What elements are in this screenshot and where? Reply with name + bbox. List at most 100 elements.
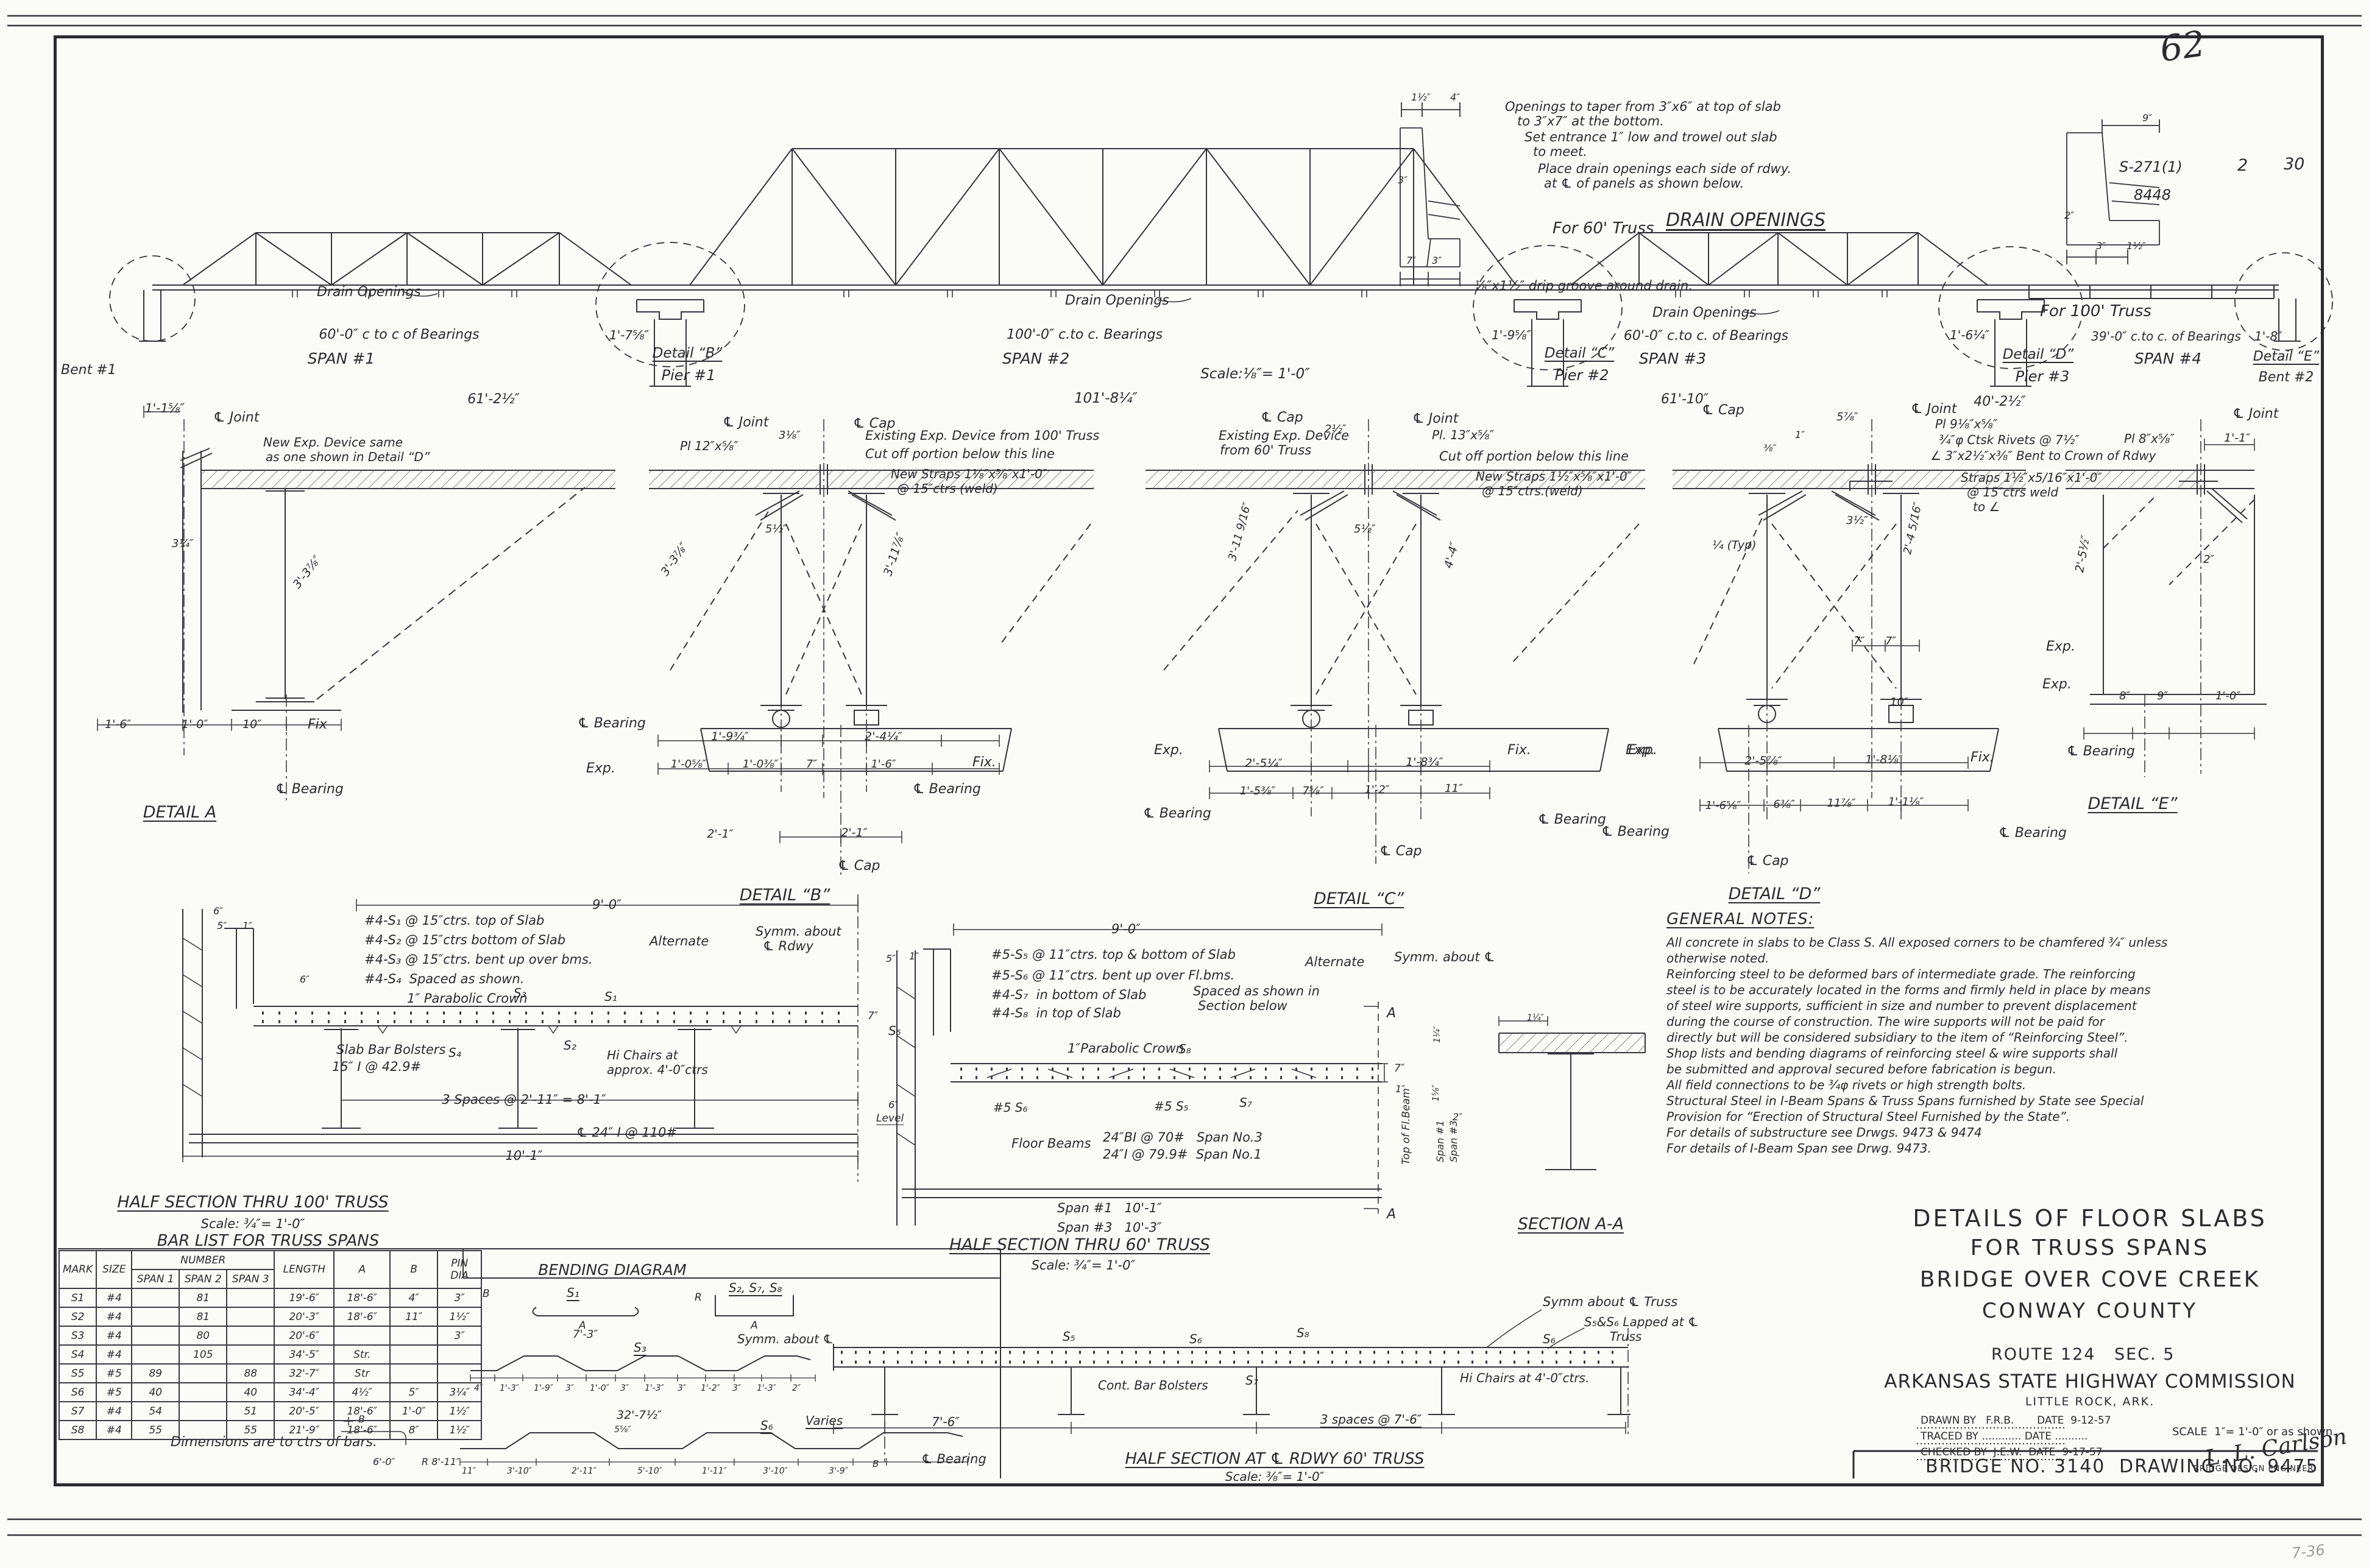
agency-city: LITTLE ROCK, ARK.: [2025, 1395, 2155, 1408]
annotation-label: Floor Beams: [1011, 1136, 1091, 1151]
table-cell: #4: [96, 1401, 133, 1421]
annotation-label: #4-S₄ Spaced as shown.: [364, 972, 525, 986]
table-cell: 40: [131, 1382, 180, 1402]
annotation-label: BAR LIST FOR TRUSS SPANS: [157, 1232, 380, 1250]
sheet-title-line4: CONWAY COUNTY: [1981, 1299, 2198, 1323]
annotation-label: A: [579, 1319, 586, 1332]
annotation-label: 30: [2284, 155, 2305, 174]
annotation-label: to 3″x7″ at the bottom.: [1517, 114, 1664, 129]
annotation-label: Openings to taper from 3″x6″ at top of s…: [1505, 99, 1781, 114]
table-cell: S7: [58, 1401, 97, 1421]
note-line: For details of substructure see Drwgs. 9…: [1666, 1125, 1982, 1140]
table-cell: S2: [58, 1307, 97, 1327]
annotation-label: 3'-10″: [507, 1466, 532, 1476]
table-cell: 54: [131, 1401, 180, 1421]
table-cell: [437, 1363, 483, 1383]
annotation-label: 1'-3″: [645, 1383, 664, 1393]
table-cell: 19'-6″: [274, 1288, 335, 1308]
table-cell: 89: [131, 1363, 180, 1383]
table-cell: #4: [96, 1420, 133, 1440]
annotation-label: Pl. 13″x⅝″: [1432, 428, 1494, 442]
annotation-label: Pier #3: [2015, 368, 2070, 385]
table-cell: #4: [96, 1326, 133, 1346]
annotation-label: Exp.: [1626, 743, 1655, 758]
annotation-label: Cut off portion below this line: [865, 447, 1055, 461]
annotation-label: Span #1: [1434, 1120, 1446, 1162]
annotation-label: Symm. about: [756, 924, 841, 939]
annotation-label: 2″: [1453, 1111, 1463, 1123]
annotation-label: S₆: [1543, 1332, 1556, 1346]
annotation-label: 2'-4¼″: [865, 730, 902, 743]
annotation-label: Bent #1: [61, 362, 116, 378]
annotation-label: Alternate: [1305, 955, 1365, 969]
annotation-label: Scale: ¾″= 1'-0″: [1031, 1258, 1136, 1273]
annotation-label: #4-S₁ @ 15″ctrs. top of Slab: [364, 913, 545, 928]
annotation-label: 2'-5¼″: [1245, 757, 1283, 770]
annotation-label: 1½″: [2126, 240, 2146, 252]
annotation-label: Pier #1: [661, 367, 716, 384]
table-cell: [131, 1326, 180, 1346]
table-cell: [179, 1401, 228, 1421]
table-cell: [226, 1307, 275, 1327]
table-cell: S4: [58, 1344, 97, 1365]
annotation-label: 1″: [243, 920, 253, 931]
annotation-label: 1'-8″: [2254, 329, 2282, 344]
table-cell: [333, 1326, 391, 1346]
table-cell: 51: [226, 1401, 275, 1421]
annotation-label: ℄ Bearing: [2067, 744, 2135, 759]
annotation-label: Exp.: [2042, 677, 2072, 692]
annotation-label: 1'-9⅝″: [1492, 328, 1532, 342]
annotation-label: Detail “D”: [2002, 347, 2074, 362]
annotation-label: 1'-1⅝″: [145, 401, 185, 415]
table-cell: 1½″: [437, 1307, 483, 1327]
annotation-label: 1⅝″: [1431, 1084, 1441, 1101]
annotation-label: ℄ Joint: [213, 410, 260, 425]
table-cell: [226, 1288, 275, 1308]
annotation-label: 5″: [217, 920, 227, 931]
annotation-label: ⅜″: [1763, 442, 1777, 454]
table-cell: 11″: [389, 1307, 439, 1327]
annotation-label: 5⅝″: [614, 1425, 631, 1435]
annotation-label: New Straps 1⅛″x⅝″x1'-0″: [891, 467, 1047, 481]
annotation-label: DRAIN OPENINGS: [1666, 210, 1825, 231]
table-cell: 21'-9″: [274, 1420, 335, 1440]
annotation-label: HALF SECTION THRU 60' TRUSS: [949, 1235, 1211, 1254]
annotation-label: 1″: [1795, 429, 1805, 440]
annotation-label: Pl 9⅛″x⅝″: [1935, 417, 1998, 431]
table-cell: 34'-4″: [274, 1382, 335, 1402]
annotation-label: 1½″: [1411, 91, 1431, 103]
annotation-label: Symm about ℄ Truss: [1543, 1294, 1678, 1309]
table-cell: S8: [58, 1420, 97, 1440]
note-line: Provision for “Erection of Structural St…: [1666, 1109, 2070, 1124]
annotation-label: Scale: ⅜″= 1'-0″: [1225, 1469, 1325, 1484]
signature-caption: BRIDGE DESIGN ENGINEER: [2194, 1464, 2314, 1474]
table-cell: 18'-6″: [333, 1420, 391, 1440]
annotation-label: Existing Exp. Device: [1219, 428, 1350, 443]
annotation-label: #5 S₅: [1154, 1099, 1189, 1114]
annotation-label: HALF SECTION THRU 100' TRUSS: [117, 1193, 389, 1212]
table-cell: S1: [58, 1288, 97, 1308]
table-cell: 18'-6″: [333, 1288, 391, 1308]
annotation-label: ⅛″x1½″ drip groove around drain.: [1475, 278, 1693, 293]
annotation-label: 61'-2½″: [467, 392, 520, 407]
annotation-label: HALF SECTION AT ℄ RDWY 60' TRUSS: [1125, 1450, 1425, 1468]
annotation-label: ℄ Bearing: [1601, 824, 1670, 839]
drawn-row: DRAWN BY F.R.B. DATE 9-12-57: [1921, 1414, 2111, 1427]
table-cell: 1½″: [437, 1401, 483, 1421]
table-cell: Str: [333, 1363, 391, 1383]
scale-row: SCALE 1″= 1'-0″ or as shown: [2172, 1425, 2333, 1438]
annotation-label: Truss: [1610, 1329, 1642, 1344]
annotation-label: 10″: [1890, 696, 1908, 708]
annotation-label: 2″: [792, 1383, 801, 1393]
annotation-label: approx. 4'-0″ctrs: [607, 1062, 708, 1077]
annotation-label: 24″BI @ 70# Span No.3: [1103, 1130, 1262, 1145]
note-line: Structural Steel in I-Beam Spans & Truss…: [1666, 1093, 2144, 1108]
table-cell: [226, 1344, 275, 1365]
annotation-label: SPAN #1: [307, 350, 375, 367]
annotation-label: 1″ Parabolic Crown: [407, 991, 528, 1006]
table-cell: 3¼″: [437, 1382, 483, 1402]
annotation-label: 3″: [1432, 255, 1442, 266]
